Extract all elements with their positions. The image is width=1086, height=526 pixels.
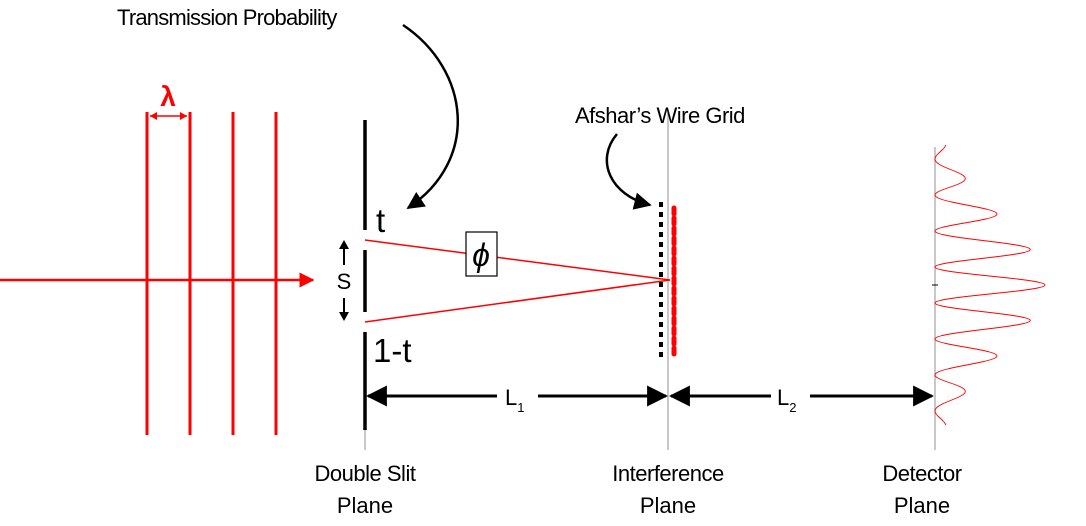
wavelength-marker: λ [150, 81, 187, 120]
detector-plane-label: Detector Plane [882, 461, 962, 518]
interference-pattern-curve [934, 144, 1046, 426]
l2-label: L2 [777, 385, 796, 415]
transmission-probability-label: Transmission Probability [117, 5, 337, 30]
lambda-label: λ [160, 81, 176, 112]
distance-l2: L2 [668, 385, 935, 415]
slit-separation-marker: S [337, 240, 352, 321]
wire-grid-label: Afshar’s Wire Grid [575, 103, 745, 128]
phase-label: ϕ [472, 237, 490, 273]
plane-lines [364, 112, 936, 450]
wavefronts [145, 112, 278, 435]
transmission-probability-arrow [402, 23, 460, 210]
wire-grid-arrow [605, 133, 652, 210]
detector-label-line2: Plane [894, 493, 950, 518]
detector-label-line1: Detector [882, 461, 961, 486]
transmission-1-minus-t-label: 1-t [373, 332, 412, 369]
interference-label-line2: Plane [640, 493, 696, 518]
l1-label: L1 [505, 385, 524, 415]
upper-ray [364, 239, 671, 281]
slit-rays [364, 239, 671, 323]
distance-l1: L1 [365, 385, 669, 415]
double-slit-label-line1: Double Slit [315, 461, 416, 486]
phase-box: ϕ [465, 231, 498, 277]
double-slit-plane-label: Double Slit Plane [315, 461, 417, 518]
interference-label-line1: Interference [612, 461, 724, 486]
slit-separation-label: S [337, 269, 352, 294]
lower-ray [364, 279, 671, 323]
transmission-t-label: t [376, 202, 385, 239]
double-slit-label-line2: Plane [337, 493, 393, 518]
interference-plane-label: Interference Plane [612, 461, 724, 518]
